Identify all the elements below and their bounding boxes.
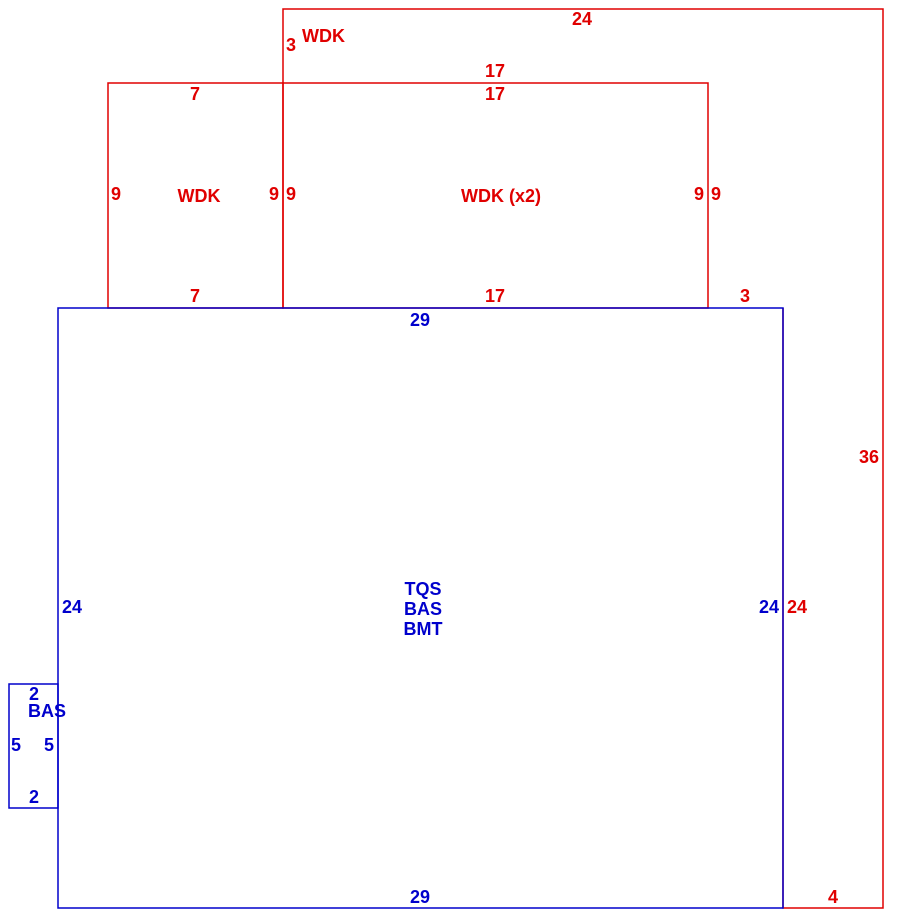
mid-deck-bottom-right-dim: 3 [740,286,750,306]
mid-deck-left-dim: 9 [286,184,296,204]
mid-deck-right-dim: 9 [694,184,704,204]
main-area-outline [57,307,784,909]
main-area-label-1: TQS [404,579,441,599]
outer-deck-left-dim: 3 [286,35,296,55]
main-area-left-dim: 24 [62,597,82,617]
small-deck-bottom-dim: 7 [190,286,200,306]
bump-out-top-dim: 2 [29,684,39,704]
main-area-bottom-dim: 29 [410,887,430,907]
mid-deck-top-dim: 17 [485,84,505,104]
mid-deck-right-outer-dim: 9 [711,184,721,204]
main-area-top-dim: 29 [410,310,430,330]
outer-deck-right-dim: 36 [859,447,879,467]
outer-deck-top-dim: 24 [572,9,592,29]
bump-out-left-dim: 5 [11,735,21,755]
main-area-label-3: BMT [404,619,443,639]
main-area-right-dim: 24 [759,597,779,617]
small-deck-label: WDK [178,186,221,206]
outer-deck-label: WDK [302,26,345,46]
bump-out-label: BAS [28,701,66,721]
small-deck-right-dim: 9 [269,184,279,204]
small-deck-top-dim: 7 [190,84,200,104]
main-area-label-2: BAS [404,599,442,619]
bump-out-outline [8,683,59,809]
outer-deck-bottom-dim: 4 [828,887,838,907]
mid-deck-bottom-dim: 17 [485,286,505,306]
mid-deck-label: WDK (x2) [461,186,541,206]
outer-deck-outline [282,8,884,909]
small-deck-left-dim: 9 [111,184,121,204]
bump-out-bottom-dim: 2 [29,787,39,807]
outer-deck-inner-dim: 24 [787,597,807,617]
bump-out-right-dim: 5 [44,735,54,755]
mid-deck-top-outer-dim: 17 [485,61,505,81]
